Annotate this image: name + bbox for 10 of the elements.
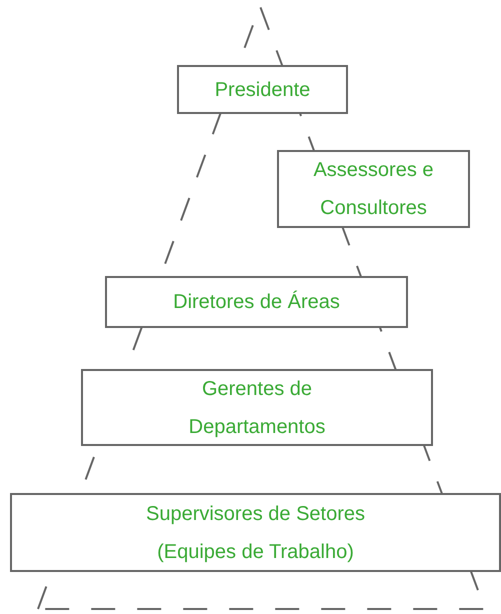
level-label: Gerentes de Departamentos — [188, 376, 326, 440]
org-level-box — [277, 150, 470, 228]
level-label: Assessores e Consultores — [312, 158, 435, 221]
level-label: Diretores de Áreas — [173, 290, 340, 315]
org-level-box — [81, 369, 433, 446]
level-label: Presidente — [214, 78, 310, 102]
org-level-box — [177, 65, 348, 114]
level-label: Supervisores de Setores (Equipes de Trabalho) — [144, 502, 366, 564]
org-level-box — [105, 276, 408, 328]
org-level-box — [10, 493, 501, 572]
